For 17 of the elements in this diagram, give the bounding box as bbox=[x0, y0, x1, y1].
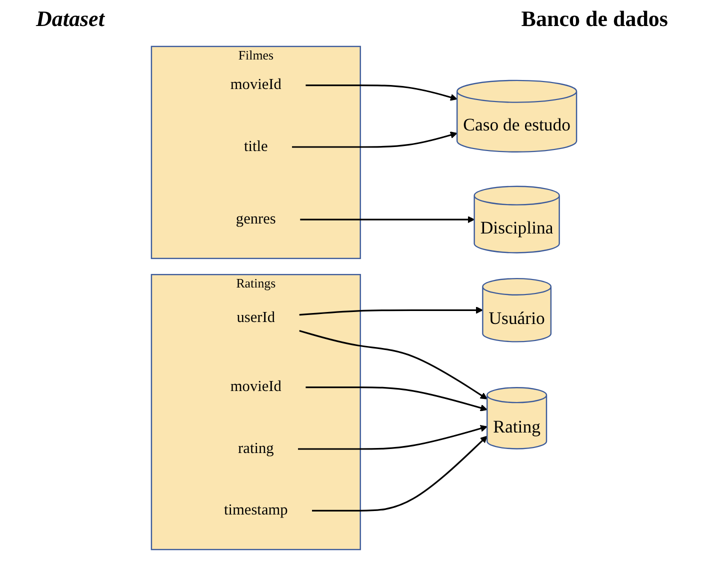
node-text: genres bbox=[236, 210, 276, 228]
node-text: rating bbox=[238, 440, 274, 457]
node-text: movieId bbox=[230, 76, 282, 94]
arrow bbox=[299, 330, 488, 400]
column-heading: Banco de dados bbox=[521, 6, 668, 33]
node-text: userId bbox=[236, 309, 276, 326]
node-text: title bbox=[244, 138, 268, 155]
arrow bbox=[299, 306, 484, 316]
arrow bbox=[292, 132, 458, 148]
arrow bbox=[312, 436, 488, 512]
arrow bbox=[298, 424, 488, 450]
column-heading: Dataset bbox=[36, 6, 104, 33]
arrow bbox=[306, 84, 458, 101]
arrow bbox=[306, 386, 488, 412]
arrow bbox=[300, 216, 475, 224]
node-text: movieId bbox=[230, 378, 282, 396]
node-text: timestamp bbox=[224, 502, 288, 519]
